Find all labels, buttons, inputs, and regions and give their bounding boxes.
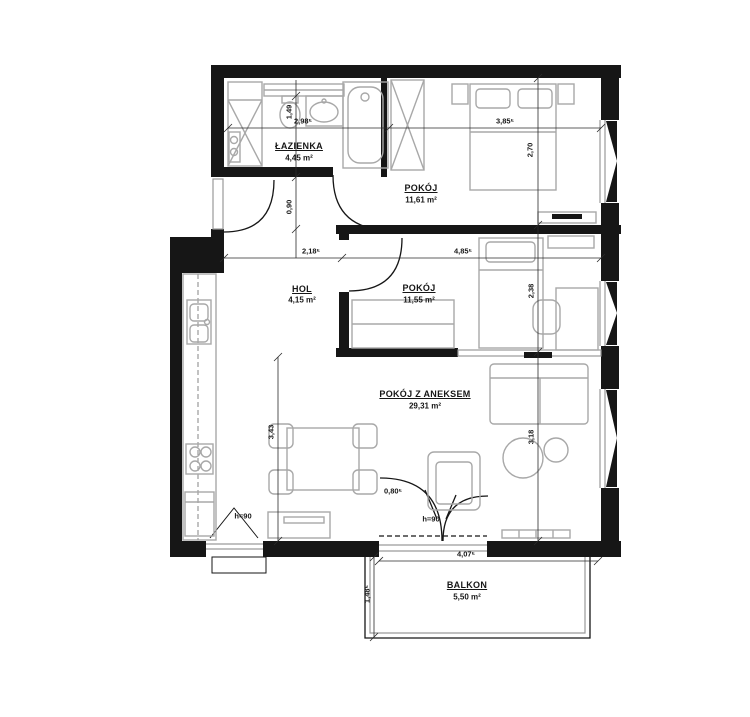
walls [170,65,621,557]
room-area-pokoj-2: 11,55 m² [403,295,435,305]
boiler [228,131,241,163]
armchair [427,451,481,511]
room-label-pokoj-1: POKÓJ [404,183,438,193]
bedroom2-door-arc [348,237,403,292]
wardrobe-bedroom1 [390,79,425,171]
room-label-lazienka: ŁAZIENKA [275,141,323,151]
room-label-balkon: BALKON [446,580,488,590]
room-area-balkon: 5,50 m² [453,592,481,602]
window-living [599,389,617,488]
note-window-sill: h=90 [234,511,252,521]
tv-bedroom1 [552,214,582,219]
room-area-hol: 4,15 m² [288,295,316,305]
utility-closet [227,81,263,167]
dim-bedroom1-width: 3,85⁵ [495,116,515,126]
double-bed [469,83,557,191]
side-table [543,437,569,463]
right-wall-windows [599,120,617,488]
nightstand-right [557,83,575,105]
window-tilt-symbol [209,507,259,539]
room-label-hol: HOL [292,284,312,294]
dim-bedroom1-depth: 2,70 [525,142,535,158]
kitchen [182,273,217,541]
kitchen-counter [182,273,217,541]
sideboard [267,511,331,539]
coffee-table [502,437,544,479]
dresser-tv-bedroom1 [537,211,597,224]
dimension-lines [219,73,606,642]
dim-balcony-depth: 1,48⁵ [362,584,372,604]
dim-bath-depth: 1,49 [284,104,294,120]
window-bedroom2 [599,281,617,346]
note-balcony-door-sill: h=90 [422,514,440,524]
entrance-door-leaf [212,178,224,230]
desk-chair [532,299,561,335]
dining-table [268,423,378,495]
single-bed [478,237,544,349]
bathtub [342,81,389,169]
dresser-bedroom2 [547,235,595,249]
dim-bath-width: 2,98⁵ [293,116,313,126]
bottom-window [206,507,267,574]
fridge [184,491,215,537]
dim-bedroom2-depth: 2,38 [526,283,536,299]
desk [555,287,599,351]
dim-living-depth-right: 3,18 [526,429,536,445]
room-label-pokoj-2: POKÓJ [402,283,436,293]
balcony-outline [364,557,591,639]
dim-hol-width: 2,18⁵ [301,246,321,256]
radiator [501,529,571,539]
room-label-pokoj-z-aneksem: POKÓJ Z ANEKSEM [379,389,471,399]
doors [212,174,403,292]
balcony-railing [369,557,586,634]
nightstand-left [451,83,469,105]
cistern-shelf [263,83,345,97]
bathroom-door-arc [332,174,391,231]
sofa [489,363,589,425]
room-area-lazienka: 4,45 m² [285,153,313,163]
living-furniture [267,352,589,539]
dim-balcony-width: 4,07⁵ [456,549,476,559]
room-area-pokoj-1: 11,61 m² [405,195,437,205]
kitchen-hob [185,443,214,475]
window-bedroom1 [599,120,617,203]
room-area-pokoj-z-aneksem: 29,31 m² [408,401,442,411]
balcony-door-arc-right [442,495,489,542]
dim-balcony-door-leaf: 0,80⁵ [383,486,403,496]
exterior-sill [211,556,267,574]
dim-bedroom2-width: 4,85⁵ [453,246,473,256]
dim-living-depth-left: 3,43 [266,424,276,440]
kitchen-sink [186,299,212,345]
bedroom2-furniture [351,235,599,351]
entrance-door-arc [223,179,275,233]
dim-entrance-door-width: 0,90 [284,199,294,215]
balcony [364,557,591,639]
wardrobe-bedroom2 [351,299,455,349]
